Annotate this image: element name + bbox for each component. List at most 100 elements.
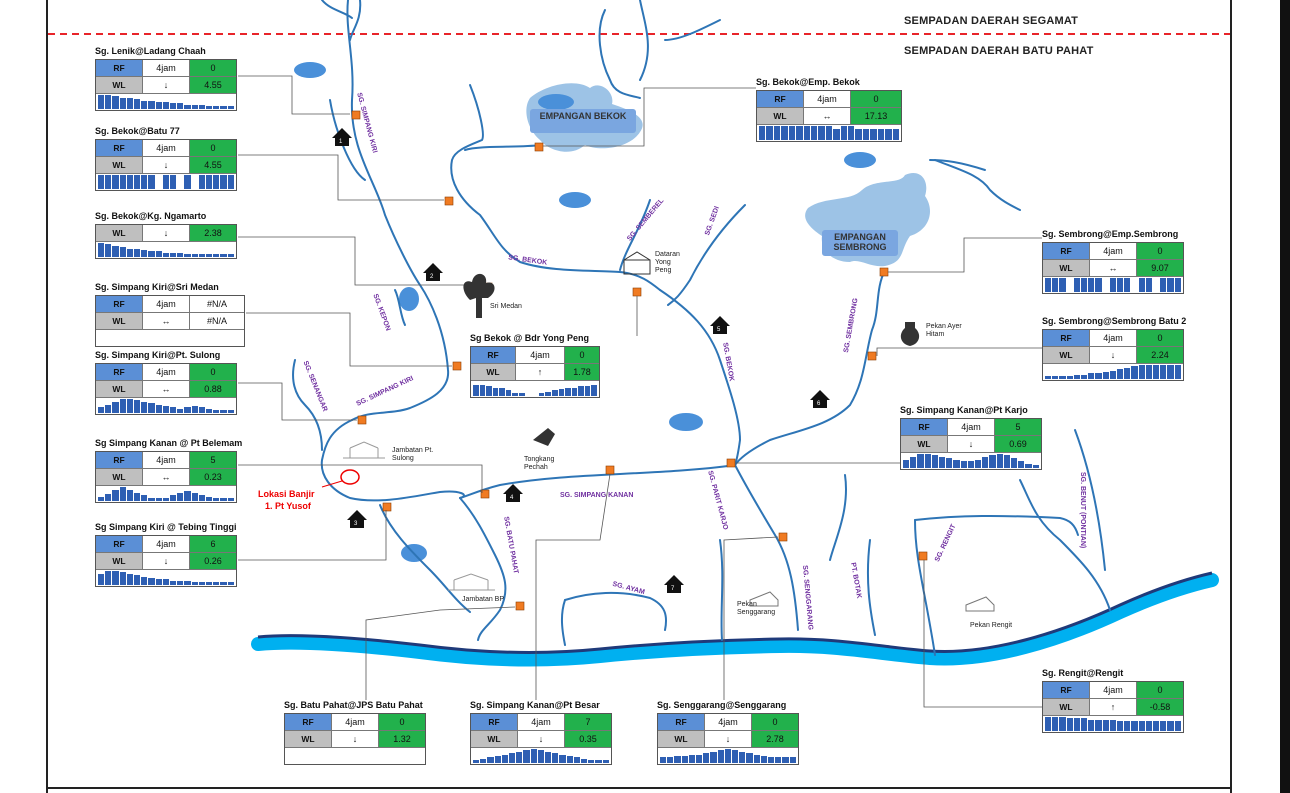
river-bekok-main (659, 289, 742, 466)
station-marker[interactable] (918, 551, 928, 561)
connector-line (238, 464, 483, 493)
sparkline-bar (499, 387, 505, 396)
connector-line (543, 87, 756, 147)
station-marker[interactable] (351, 110, 361, 120)
rf-label: RF (471, 347, 516, 363)
lake (669, 413, 703, 431)
station-marker[interactable] (480, 489, 490, 499)
sparkline-bar (213, 582, 220, 585)
sparkline-bar (523, 750, 530, 763)
house-number: 6 (817, 401, 821, 407)
rf-value: 0 (851, 91, 901, 107)
sparkline-bar (126, 248, 134, 257)
rf-value: 0 (565, 347, 599, 363)
rf-label: RF (1043, 243, 1090, 259)
sparkline-bar (903, 459, 910, 468)
sparkline-bar (162, 252, 170, 257)
wl-value: 0.26 (190, 553, 236, 569)
sparkline-bar (112, 175, 119, 189)
sparkline-bar (1003, 455, 1011, 468)
sparkline-bar (227, 175, 234, 189)
station-marker[interactable] (879, 267, 889, 277)
trend-arrow: ↓ (143, 77, 190, 93)
wl-value: 0.88 (190, 381, 236, 397)
station-marker[interactable] (534, 142, 544, 152)
station-marker[interactable] (452, 361, 462, 371)
sparkline-bar (595, 760, 602, 763)
station-marker[interactable] (605, 465, 615, 475)
sparkline-bar (213, 254, 220, 257)
sparkline-bar (552, 753, 559, 763)
connector-line (238, 236, 482, 286)
sparkline-bar (910, 456, 917, 468)
station-marker[interactable] (632, 287, 642, 297)
sparkline-bar (1138, 278, 1145, 292)
rf-label: RF (757, 91, 804, 107)
sparkline-bar (487, 757, 494, 763)
sparkline-bar (480, 758, 487, 763)
sparkline-bar (184, 491, 191, 501)
sparkline-bar (584, 386, 591, 396)
sparkline-bar (710, 751, 717, 763)
sparkline-bar (155, 579, 162, 585)
connector-line (723, 536, 779, 700)
station-marker[interactable] (778, 532, 788, 542)
flood-location-marker[interactable] (340, 469, 360, 485)
rf-label: RF (96, 60, 143, 76)
sparkline-bar (98, 407, 105, 413)
wl-label: WL (96, 553, 143, 569)
sparkline-bar (1059, 717, 1066, 731)
station-title: Sg. Batu Pahat@JPS Batu Pahat (284, 700, 423, 710)
wl-label: WL (96, 77, 143, 93)
sparkline-bar (98, 95, 105, 109)
sparkline-bar (1109, 370, 1117, 379)
sparkline-bar (213, 410, 220, 413)
sparkline-bar (141, 100, 148, 109)
duration: 4jam (143, 364, 190, 380)
sparkline-bar (602, 760, 609, 763)
sparkline-bar (1109, 719, 1117, 731)
sparkline-bar (660, 757, 667, 763)
sparkline-bar (119, 487, 126, 501)
sparkline-bar (989, 455, 996, 468)
wl-label: WL (285, 731, 332, 747)
station-marker[interactable] (726, 458, 736, 468)
wl-label: WL (901, 436, 948, 452)
sparkline-bar (170, 252, 177, 257)
sparkline-bar (1052, 278, 1059, 292)
station-marker[interactable] (444, 196, 454, 206)
wl-label: WL (96, 157, 143, 173)
station-marker[interactable] (382, 502, 392, 512)
river-branch-bp (379, 504, 471, 613)
station-card-ngamarto[interactable]: Sg. Bekok@Kg. Ngamarto WL↓2.38 (95, 211, 237, 259)
sparkline-bar (170, 407, 177, 413)
river-benut (1074, 429, 1106, 571)
sparkline-bar (191, 492, 198, 501)
duration: 4jam (143, 296, 190, 312)
wl-value: 1.78 (565, 364, 599, 380)
trend-sparkline (96, 486, 236, 502)
sparkline-bar (134, 575, 141, 585)
station-marker[interactable] (867, 351, 877, 361)
sparkline-bar (198, 254, 206, 257)
sparkline-bar (1095, 373, 1102, 379)
river-benut-branch (1019, 479, 1111, 611)
station-marker[interactable] (515, 601, 525, 611)
station-marker[interactable] (357, 415, 367, 425)
sparkline-bar (724, 749, 732, 763)
